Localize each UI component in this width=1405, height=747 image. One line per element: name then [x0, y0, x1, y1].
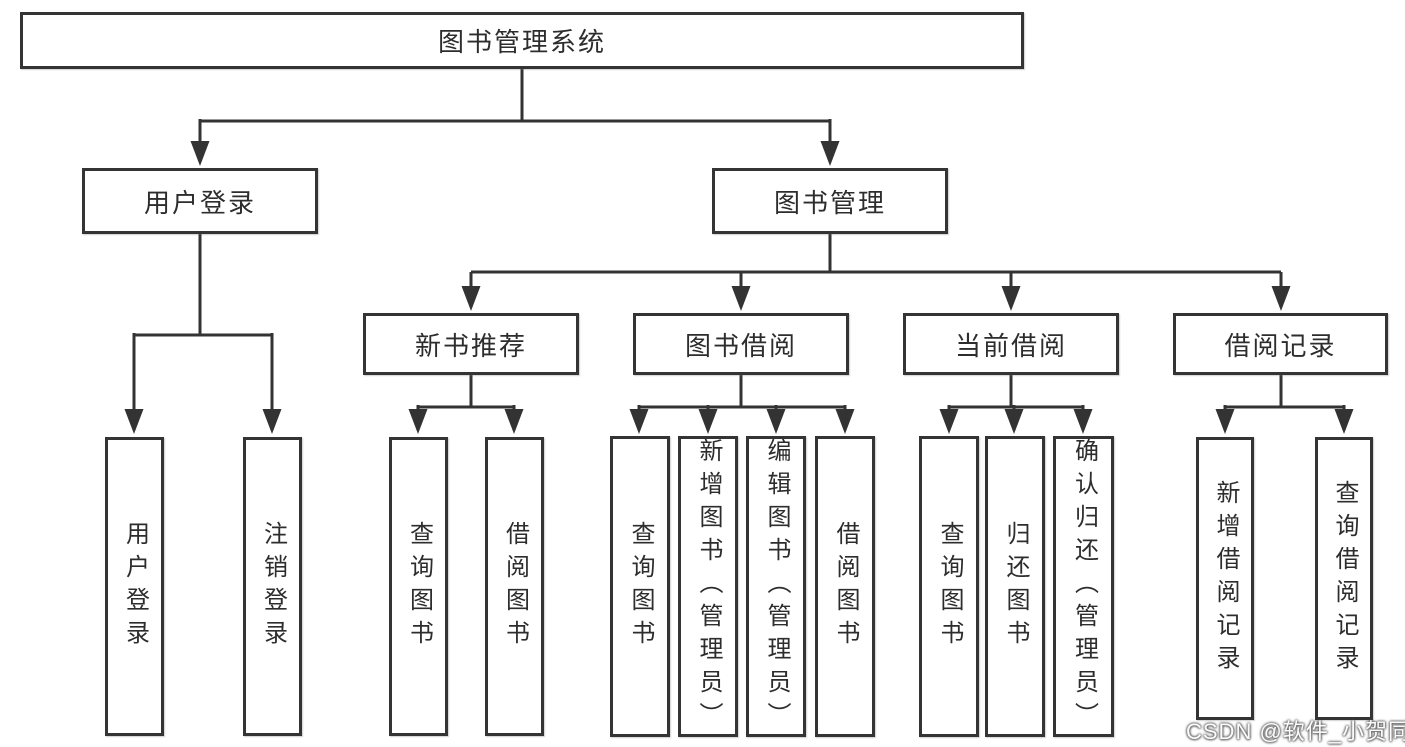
arrowhead: [1334, 409, 1354, 434]
leaf-label: 确认归还（管理员）: [1070, 438, 1098, 735]
arrowhead: [1001, 286, 1021, 311]
leaf-add-book-admin: 新增图书（管理员）: [678, 436, 738, 737]
arrowhead: [731, 286, 751, 311]
arrowhead: [408, 409, 428, 434]
leaf-label: 编辑图书（管理员）: [763, 438, 790, 735]
arrowhead: [820, 141, 840, 166]
leaf-label: 新增图书（管理员）: [695, 438, 722, 735]
leaf-label: 查询图书: [627, 520, 654, 653]
arrowhead: [504, 409, 524, 434]
leaf-confirm-return-admin: 确认归还（管理员）: [1053, 436, 1114, 737]
arrowhead: [835, 409, 855, 434]
leaf-edit-book-admin: 编辑图书（管理员）: [746, 436, 806, 737]
node-book-management: 图书管理: [712, 168, 948, 234]
node-label: 新书推荐: [414, 330, 527, 361]
node-borrow-records: 借阅记录: [1173, 313, 1388, 375]
leaf-return-book: 归还图书: [985, 436, 1045, 737]
leaf-label: 用户登录: [121, 520, 149, 653]
leaf-query-books-borrow: 查询图书: [610, 436, 670, 737]
leaf-label: 查询图书: [936, 520, 963, 653]
arrowhead: [939, 409, 959, 434]
arrowhead: [1073, 409, 1093, 434]
arrowhead: [698, 409, 718, 434]
leaf-borrow-books-recommend: 借阅图书: [485, 437, 544, 736]
leaf-user-login: 用户登录: [105, 437, 164, 736]
leaf-label: 新增借阅记录: [1212, 479, 1239, 678]
node-label: 图书借阅: [684, 330, 797, 361]
arrowhead: [190, 141, 210, 166]
node-new-book-recommend: 新书推荐: [363, 313, 579, 375]
node-user-login: 用户登录: [82, 168, 318, 234]
node-label: 当前借阅: [954, 330, 1067, 361]
arrowhead: [1004, 409, 1024, 434]
node-label: 图书管理系统: [437, 27, 606, 57]
leaf-add-borrow-record: 新增借阅记录: [1196, 437, 1254, 720]
leaf-label: 查询借阅记录: [1331, 479, 1358, 678]
leaf-label: 查询图书: [405, 520, 433, 653]
arrowhead: [766, 409, 786, 434]
arrowhead: [461, 286, 481, 311]
arrowhead: [262, 409, 282, 434]
node-label: 图书管理: [773, 187, 886, 218]
leaf-label: 借阅图书: [832, 520, 859, 653]
node-label: 借阅记录: [1224, 330, 1337, 361]
watermark: CSDN @软件_小贺同学: [1186, 719, 1405, 744]
leaf-query-books-recommend: 查询图书: [389, 437, 448, 736]
node-book-borrow: 图书借阅: [633, 313, 849, 375]
node-current-borrow: 当前借阅: [903, 313, 1119, 375]
arrowhead: [1271, 286, 1291, 311]
leaf-borrow-books: 借阅图书: [815, 436, 875, 737]
leaf-label: 注销登录: [259, 520, 287, 653]
node-library-management-system: 图书管理系统: [20, 12, 1024, 69]
arrowhead: [1215, 409, 1235, 434]
leaf-query-borrow-record: 查询借阅记录: [1315, 437, 1373, 720]
leaf-logout: 注销登录: [243, 437, 302, 736]
arrowhead: [124, 409, 144, 434]
node-label: 用户登录: [143, 187, 256, 218]
leaf-label: 借阅图书: [501, 520, 529, 653]
leaf-query-books-current: 查询图书: [919, 436, 979, 737]
leaf-label: 归还图书: [1002, 520, 1029, 653]
arrowhead: [629, 409, 649, 434]
